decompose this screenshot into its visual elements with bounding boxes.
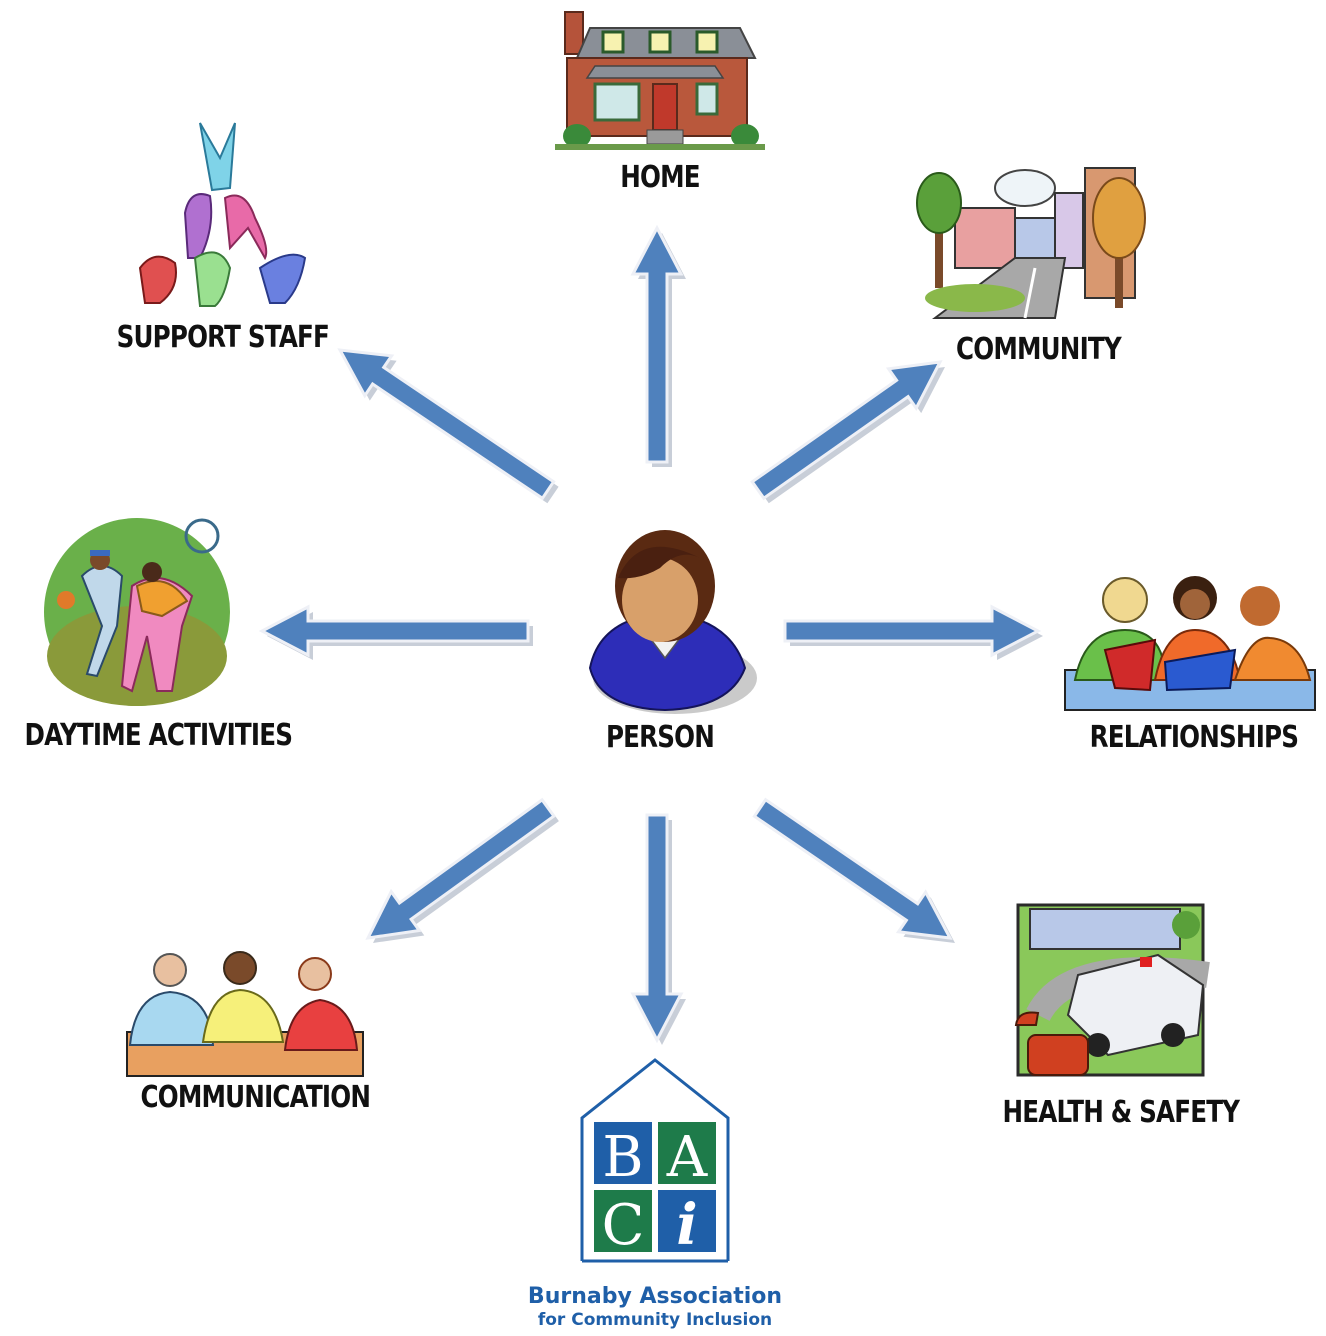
person-label: PERSON [605,720,715,755]
baci-logo: B A C i [580,1058,730,1263]
people-talking-icon [126,951,364,1077]
town-street-icon [916,167,1146,319]
logo-line2: for Community Inclusion [537,1310,773,1330]
arrow-to-health [752,797,955,943]
logo-letter-b: B [602,1125,643,1190]
logo-letter-i: i [676,1192,697,1258]
arrow-to-daytime [258,604,533,660]
daytime-activities-label: DAYTIME ACTIVITIES [24,718,293,753]
arrow-to-bottom [630,813,686,1045]
people-lifting-icon [138,122,307,307]
house-icon [555,11,765,150]
basketball-players-icon [44,518,230,706]
arrow-to-communication [365,797,559,943]
friends-reading-icon [1064,576,1316,711]
logo-line1: Burnaby Association [527,1284,783,1309]
logo-letter-c: C [602,1193,645,1258]
health-safety-label: HEALTH & SAFETY [1002,1095,1240,1130]
community-label: COMMUNITY [956,332,1122,367]
arrow-to-community [750,360,945,504]
ambulance-hospital-icon [1014,903,1210,1077]
logo-letter-a: A [666,1125,708,1190]
arrow-to-support [337,348,559,504]
relationships-label: RELATIONSHIPS [1089,720,1299,755]
support-staff-label: SUPPORT STAFF [116,320,330,355]
home-label: HOME [620,160,700,195]
arrow-to-home [630,224,686,467]
communication-label: COMMUNICATION [140,1080,371,1115]
arrow-to-relationships [783,604,1043,660]
person-icon [588,530,757,714]
